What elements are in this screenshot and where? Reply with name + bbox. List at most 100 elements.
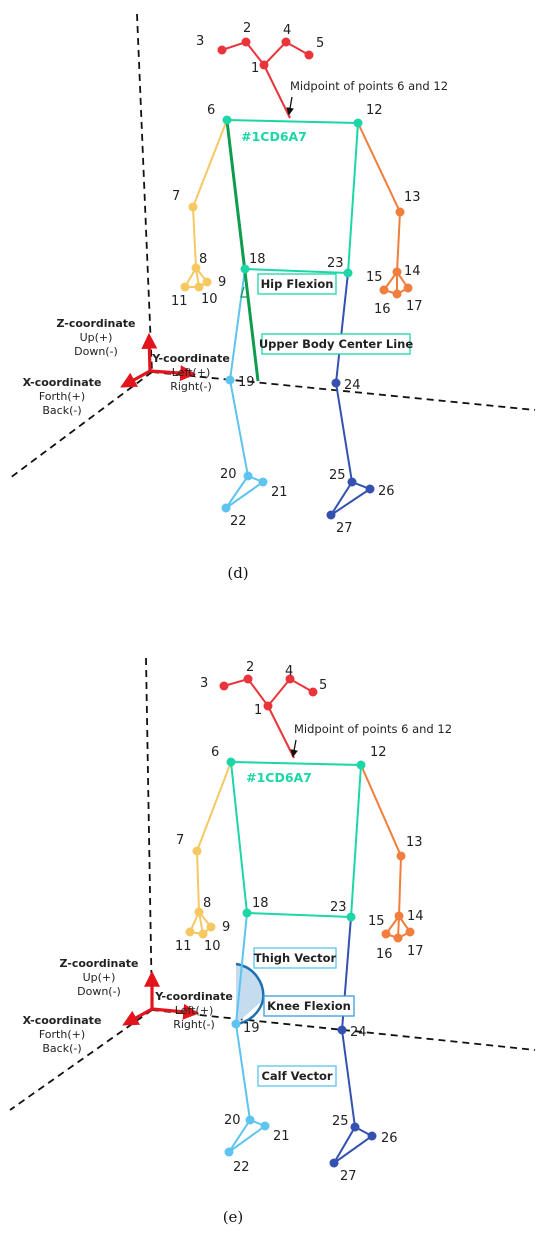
keypoint-label: 3	[196, 34, 204, 49]
keypoint-label: 20	[224, 1113, 241, 1128]
keypoint-label: 14	[407, 909, 424, 924]
torso-color-label: #1CD6A7	[241, 129, 307, 144]
midpoint-arrow	[286, 96, 294, 116]
dashed-axes	[9, 657, 536, 1111]
knee-flexion-angle	[236, 964, 264, 1024]
keypoint-label: 19	[243, 1021, 260, 1036]
keypoint-label: 13	[404, 190, 421, 205]
hip-flexion-box: Hip Flexion	[257, 273, 337, 295]
keypoint-label: 26	[381, 1131, 398, 1146]
skeleton-joints	[180, 37, 413, 520]
x-axis-title: X-coordinate	[23, 376, 102, 389]
keypoint-label: 14	[404, 264, 421, 279]
y-axis-pos: Left(+)	[172, 366, 211, 379]
keypoint-label: 8	[199, 252, 207, 267]
keypoint-label: 7	[176, 833, 184, 848]
keypoint-label: 9	[222, 920, 230, 935]
keypoint-label: 8	[203, 896, 211, 911]
keypoint-label: 13	[406, 835, 423, 850]
keypoint-numbers: 1 2 3 4 5 6 7 8 9 10 11 12 13 14 15 16 1…	[175, 660, 424, 1184]
keypoint-label: 10	[204, 939, 221, 954]
keypoint-label: 5	[319, 678, 327, 693]
z-axis-pos: Up(+)	[80, 331, 113, 344]
y-axis-title: Y-coordinate	[151, 352, 230, 365]
keypoint-label: 21	[273, 1129, 290, 1144]
upper-body-center-line	[225, 120, 260, 382]
keypoint-label: 6	[207, 103, 215, 118]
panel-d: Z-coordinate Up(+) Down(-) Y-coordinate …	[9, 13, 536, 582]
keypoint-label: 21	[271, 485, 288, 500]
keypoint-label: 2	[243, 21, 251, 36]
z-axis-title: Z-coordinate	[59, 957, 138, 970]
x-axis-pos: Forth(+)	[39, 390, 85, 403]
y-axis-pos: Left(+)	[175, 1004, 214, 1017]
z-axis-title: Z-coordinate	[56, 317, 135, 330]
coordinate-arrows	[120, 332, 197, 388]
keypoint-numbers: 1 2 3 4 5 6 7 8 9 10 11 12 13 14 15 16 1…	[171, 21, 423, 536]
keypoint-label: 6	[211, 745, 219, 760]
keypoint-label: 25	[329, 468, 346, 483]
panel-e: Z-coordinate Up(+) Down(-) Y-coordinate …	[9, 657, 536, 1226]
keypoint-label: 9	[218, 275, 226, 290]
x-axis-neg: Back(-)	[42, 404, 81, 417]
keypoint-label: 1	[251, 61, 259, 76]
keypoint-label: 23	[327, 256, 344, 271]
keypoint-label: 1	[254, 703, 262, 718]
keypoint-label: 4	[283, 23, 291, 38]
coordinate-arrows	[122, 970, 200, 1026]
thigh-vector-label: Thigh Vector	[254, 951, 337, 965]
keypoint-label: 22	[233, 1160, 250, 1175]
keypoint-label: 15	[368, 914, 385, 929]
hip-flexion-angle	[240, 286, 249, 298]
keypoint-label: 12	[370, 745, 387, 760]
x-axis-pos: Forth(+)	[39, 1028, 85, 1041]
y-axis-title: Y-coordinate	[154, 990, 233, 1003]
keypoint-label: 2	[246, 660, 254, 675]
keypoint-label: 27	[336, 521, 353, 536]
keypoint-label: 25	[332, 1114, 349, 1129]
z-axis-neg: Down(-)	[77, 985, 121, 998]
keypoint-label: 16	[374, 302, 391, 317]
calf-vector-label: Calf Vector	[261, 1069, 332, 1083]
keypoint-label: 24	[350, 1025, 367, 1040]
panel-e-caption: (e)	[223, 1208, 244, 1226]
y-axis-neg: Right(-)	[170, 380, 212, 393]
knee-flexion-arc	[235, 962, 265, 1026]
knee-flexion-box: Knee Flexion	[263, 995, 355, 1017]
center-line-label: Upper Body Center Line	[259, 337, 414, 351]
axis-labels: Z-coordinate Up(+) Down(-) Y-coordinate …	[23, 317, 230, 417]
skeleton-joints	[185, 674, 415, 1168]
torso-color-label: #1CD6A7	[246, 770, 312, 785]
midpoint-annotation: Midpoint of points 6 and 12	[290, 79, 448, 93]
thigh-vector-box: Thigh Vector	[253, 947, 337, 969]
z-axis-neg: Down(-)	[74, 345, 118, 358]
keypoint-label: 5	[316, 36, 324, 51]
knee-flexion-label: Knee Flexion	[267, 999, 351, 1013]
keypoint-label: 10	[201, 292, 218, 307]
keypoint-label: 18	[252, 896, 269, 911]
midpoint-arrow	[290, 739, 298, 758]
keypoint-label: 27	[340, 1169, 357, 1184]
x-axis-title: X-coordinate	[23, 1014, 102, 1027]
axis-labels: Z-coordinate Up(+) Down(-) Y-coordinate …	[23, 957, 233, 1055]
keypoint-label: 4	[285, 664, 293, 679]
keypoint-label: 3	[200, 676, 208, 691]
keypoint-label: 23	[330, 900, 347, 915]
keypoint-label: 26	[378, 484, 395, 499]
dashed-axes	[9, 13, 536, 479]
center-line-box: Upper Body Center Line	[259, 333, 414, 355]
keypoint-label: 22	[230, 514, 247, 529]
keypoint-label: 17	[406, 299, 423, 314]
keypoint-label: 18	[249, 252, 266, 267]
keypoint-label: 16	[376, 947, 393, 962]
keypoint-label: 15	[366, 270, 383, 285]
calf-vector-box: Calf Vector	[257, 1065, 337, 1087]
panel-d-caption: (d)	[227, 564, 248, 582]
keypoint-label: 24	[344, 378, 361, 393]
x-axis-neg: Back(-)	[42, 1042, 81, 1055]
z-axis-pos: Up(+)	[83, 971, 116, 984]
keypoint-label: 11	[171, 294, 188, 309]
y-axis-neg: Right(-)	[173, 1018, 215, 1031]
midpoint-annotation: Midpoint of points 6 and 12	[294, 722, 452, 736]
